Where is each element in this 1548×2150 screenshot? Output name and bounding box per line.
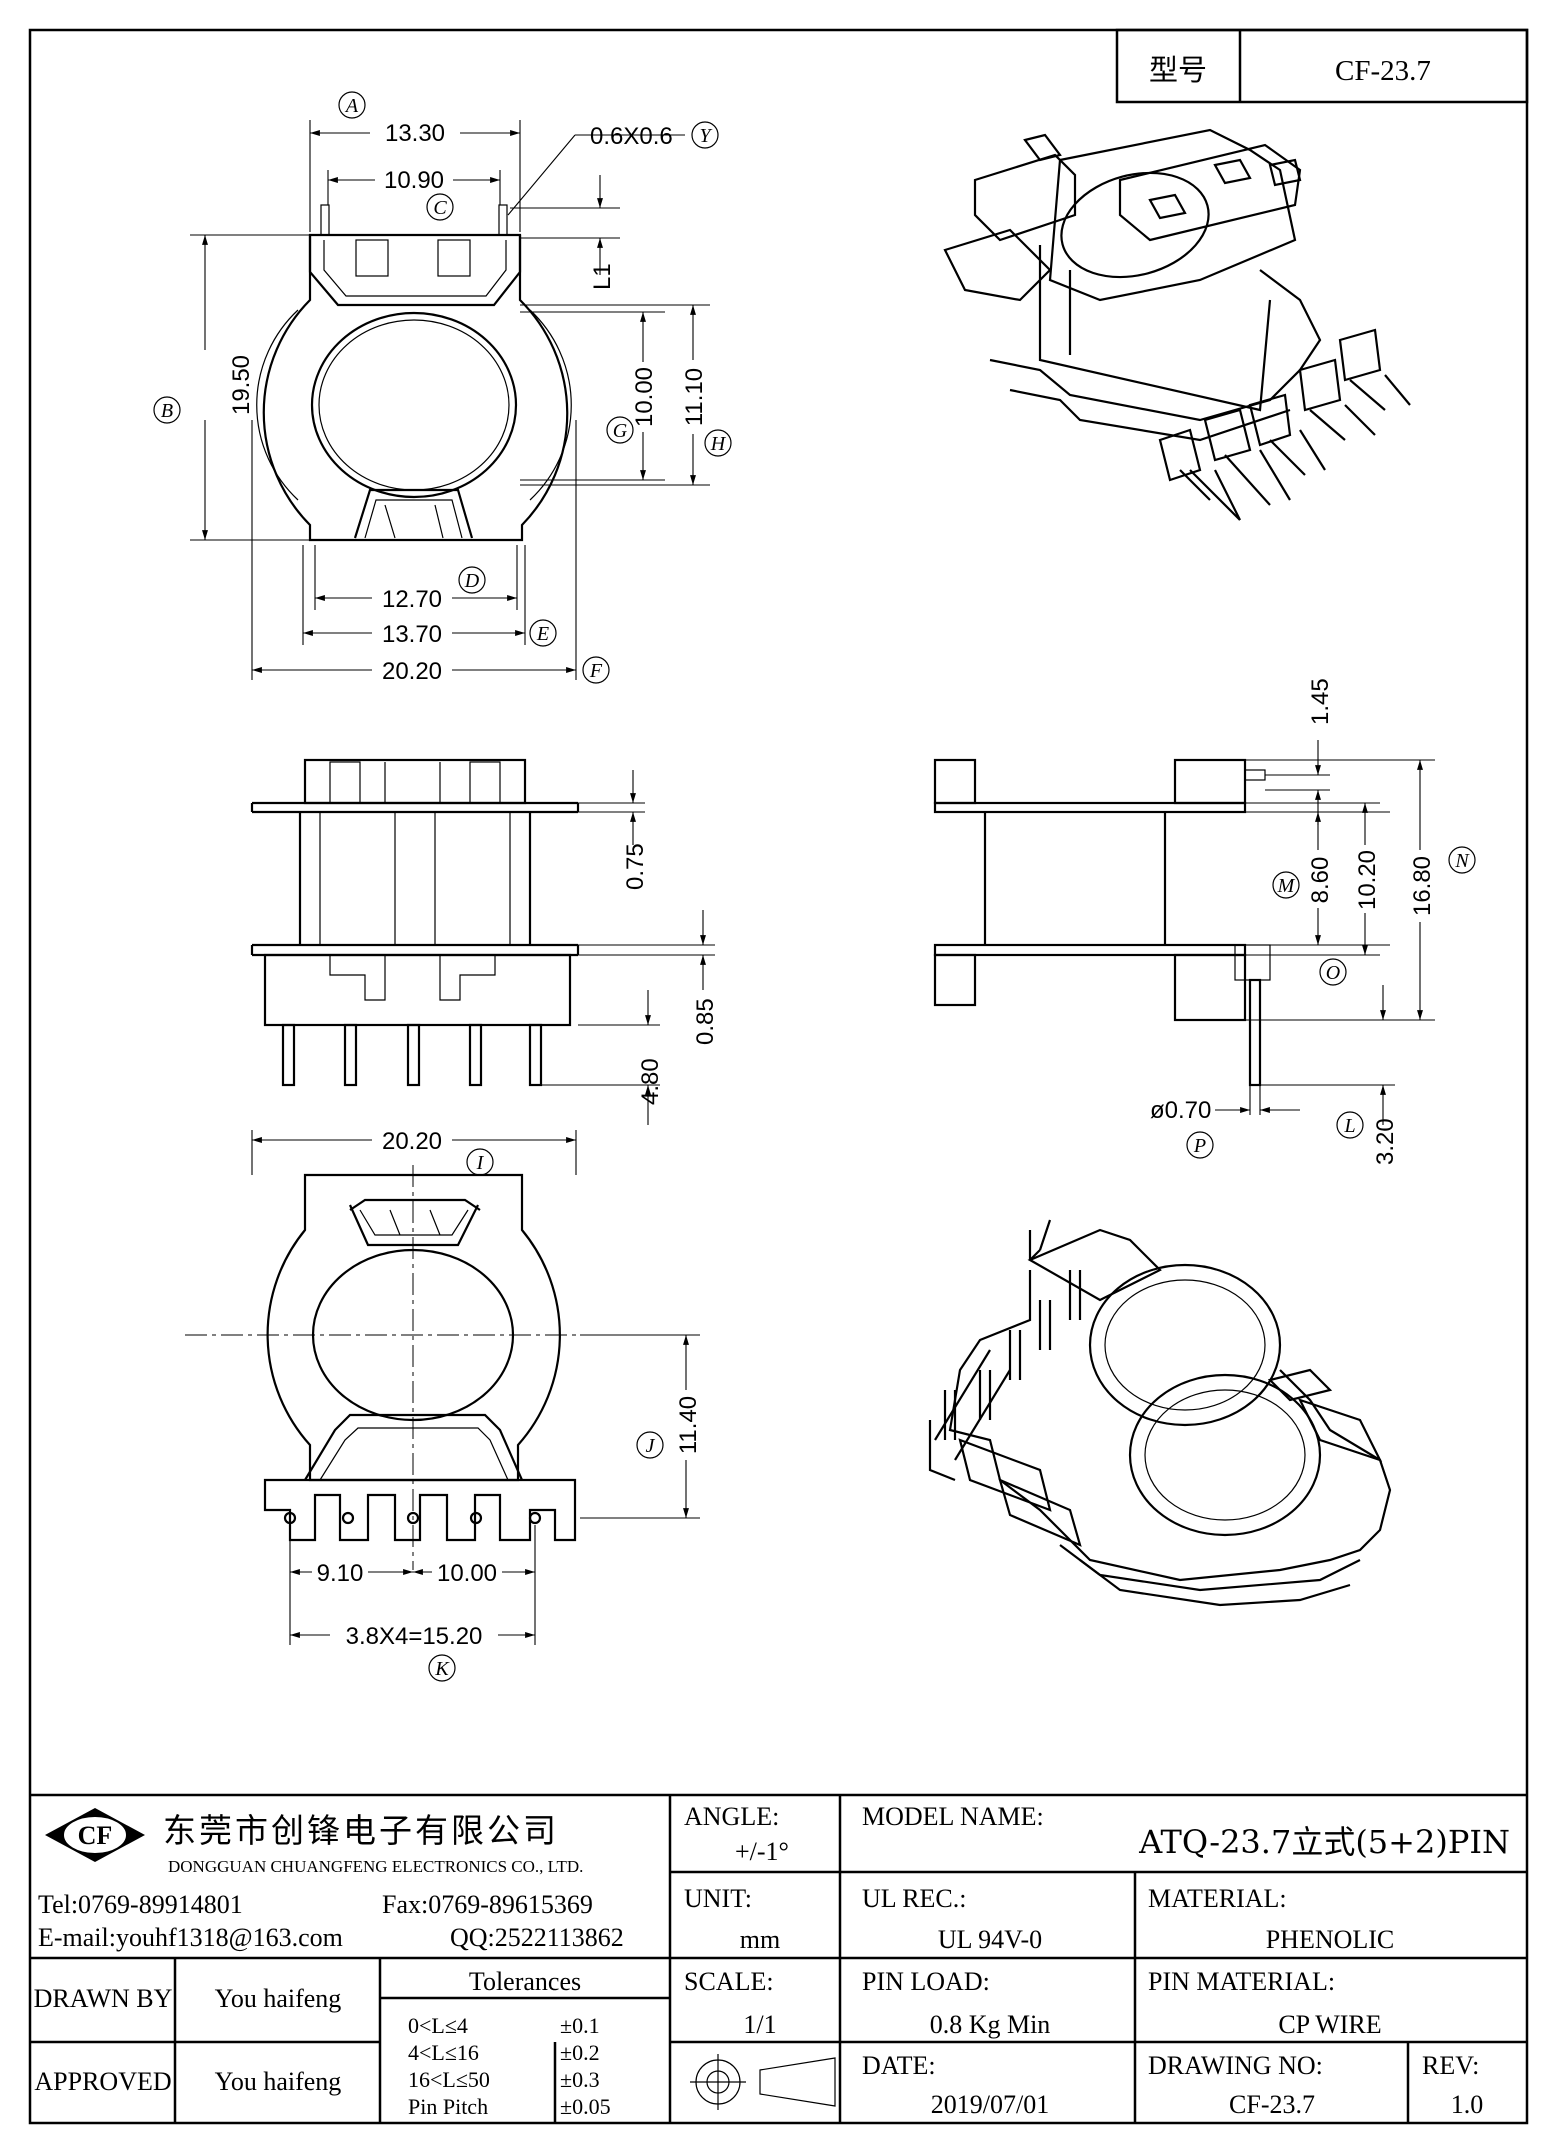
- model-name-label: MODEL NAME:: [862, 1802, 1044, 1831]
- dim-a: 13.30: [385, 120, 445, 147]
- dim-l1: L1: [589, 263, 616, 290]
- contact-tel: Tel:0769-89914801: [38, 1890, 243, 1919]
- logo-oval: [62, 1815, 128, 1855]
- dim-bottom-i: 20.20: [382, 1128, 442, 1155]
- dim-h: 11.10: [681, 368, 708, 426]
- tol-range-2: 4<L≤16: [408, 2040, 479, 2065]
- material-value: PHENOLIC: [1266, 1925, 1395, 1954]
- dim-front-pin: 4.80: [637, 1058, 664, 1105]
- dim-bottom-k: 3.8X4=15.20: [346, 1623, 483, 1650]
- company-name-cn: 东莞市创锋电子有限公司: [163, 1811, 559, 1850]
- dim-side-n: 16.80: [1409, 856, 1436, 916]
- dim-c: 10.90: [384, 167, 444, 194]
- pin-material-label: PIN MATERIAL:: [1148, 1967, 1335, 1996]
- date-label: DATE:: [862, 2051, 936, 2080]
- callout-a: A: [344, 95, 359, 117]
- pin-load-value: 0.8 Kg Min: [930, 2010, 1051, 2039]
- dim-side-l: 3.20: [1372, 1118, 1399, 1165]
- angle-label: ANGLE:: [684, 1802, 779, 1831]
- callout-g: G: [613, 420, 628, 442]
- dim-side-p: ø0.70: [1150, 1097, 1211, 1124]
- tol-value-1: ±0.1: [560, 2013, 600, 2038]
- callout-o: O: [1326, 962, 1340, 984]
- callout-n: N: [1454, 850, 1470, 872]
- dim-ly: 0.6X0.6: [590, 123, 673, 150]
- contact-qq: QQ:2522113862: [450, 1923, 624, 1952]
- pin-material-value: CP WIRE: [1278, 2010, 1381, 2039]
- tolerances-label: Tolerances: [469, 1967, 581, 1996]
- header-part-number: CF-23.7: [1335, 55, 1431, 87]
- top-view: 13.30 A 10.90 C 0.6X0.6 Y L1 19.50 B 10.…: [153, 91, 732, 685]
- contact-email: E-mail:youhf1318@163.com: [38, 1923, 343, 1952]
- company-name-en: DONGGUAN CHUANGFENG ELECTRONICS CO., LTD…: [168, 1857, 583, 1876]
- dim-side-m: 8.60: [1307, 857, 1334, 904]
- dim-g: 10.00: [631, 367, 658, 427]
- tol-range-3: 16<L≤50: [408, 2067, 490, 2092]
- front-view: 0.75 0.85 4.80: [250, 758, 719, 1125]
- header-box: 型号 CF-23.7: [1115, 28, 1529, 104]
- dim-front-t1: 0.75: [622, 843, 649, 890]
- sheet-border: [28, 28, 1529, 2125]
- isometric-view-top: [943, 128, 1411, 521]
- side-view: 1.45 8.60 M 10.20 O 16.80 N ø0.70 P 3.2: [933, 678, 1476, 1165]
- tol-range-1: 0<L≤4: [408, 2013, 468, 2038]
- drawn-by-label: DRAWN BY: [34, 1984, 173, 2013]
- approved-label: APPROVED: [34, 2067, 171, 2096]
- ul-label: UL REC.:: [862, 1884, 966, 1913]
- callout-e: E: [536, 623, 549, 645]
- callout-p: P: [1193, 1135, 1206, 1157]
- title-block: CF 东莞市创锋电子有限公司 DONGGUAN CHUANGFENG ELECT…: [30, 1793, 1527, 2123]
- dim-d: 12.70: [382, 586, 442, 613]
- drawn-by-value: You haifeng: [215, 1984, 342, 2013]
- pin-load-label: PIN LOAD:: [862, 1967, 990, 1996]
- callout-l: L: [1343, 1115, 1355, 1137]
- callout-ly: Y: [699, 125, 712, 147]
- dim-e: 13.70: [382, 621, 442, 648]
- callout-j: J: [646, 1435, 656, 1457]
- dim-front-t2: 0.85: [692, 998, 719, 1045]
- dim-side-top: 1.45: [1307, 678, 1334, 725]
- bottom-view: 20.20 I 11.40 J 9.10 10.00 3.8X4=15.20 K: [185, 1126, 702, 1682]
- contact-fax: Fax:0769-89615369: [382, 1890, 593, 1919]
- dim-f: 20.20: [382, 658, 442, 685]
- rev-label: REV:: [1422, 2051, 1479, 2080]
- callout-i: I: [476, 1152, 485, 1174]
- tol-value-3: ±0.3: [560, 2067, 600, 2092]
- isometric-view-bottom: [928, 1219, 1392, 1607]
- scale-value: 1/1: [743, 2010, 776, 2039]
- scale-label: SCALE:: [684, 1967, 774, 1996]
- callout-m: M: [1277, 875, 1296, 897]
- dim-bottom-left: 9.10: [317, 1560, 364, 1587]
- callout-b: B: [161, 400, 173, 422]
- drawing-no-label: DRAWING NO:: [1148, 2051, 1323, 2080]
- callout-c: C: [433, 197, 447, 219]
- dim-bottom-right: 10.00: [437, 1560, 497, 1587]
- callout-k: K: [434, 1658, 450, 1680]
- tol-value-4: ±0.05: [560, 2094, 611, 2119]
- callout-h: H: [710, 433, 727, 455]
- rev-value: 1.0: [1451, 2090, 1484, 2119]
- ul-value: UL 94V-0: [938, 1925, 1042, 1954]
- approved-value: You haifeng: [215, 2067, 342, 2096]
- unit-label: UNIT:: [684, 1884, 752, 1913]
- material-label: MATERIAL:: [1148, 1884, 1287, 1913]
- date-value: 2019/07/01: [931, 2090, 1049, 2119]
- callout-f: F: [589, 660, 603, 682]
- dim-bottom-j: 11.40: [675, 1396, 702, 1454]
- callout-d: D: [464, 570, 480, 592]
- tol-value-2: ±0.2: [560, 2040, 600, 2065]
- drawing-no-value: CF-23.7: [1229, 2090, 1315, 2119]
- angle-value: +/-1°: [735, 1837, 789, 1866]
- projection-symbol: [690, 2054, 836, 2110]
- tol-range-4: Pin Pitch: [408, 2094, 488, 2119]
- model-name-value: ATQ-23.7立式(5+2)PIN: [1138, 1823, 1510, 1861]
- dim-side-o: 10.20: [1354, 850, 1381, 910]
- header-type-label: 型号: [1149, 54, 1207, 87]
- company-logo: CF: [78, 1821, 113, 1850]
- dim-b: 19.50: [228, 355, 255, 415]
- unit-value: mm: [740, 1925, 780, 1954]
